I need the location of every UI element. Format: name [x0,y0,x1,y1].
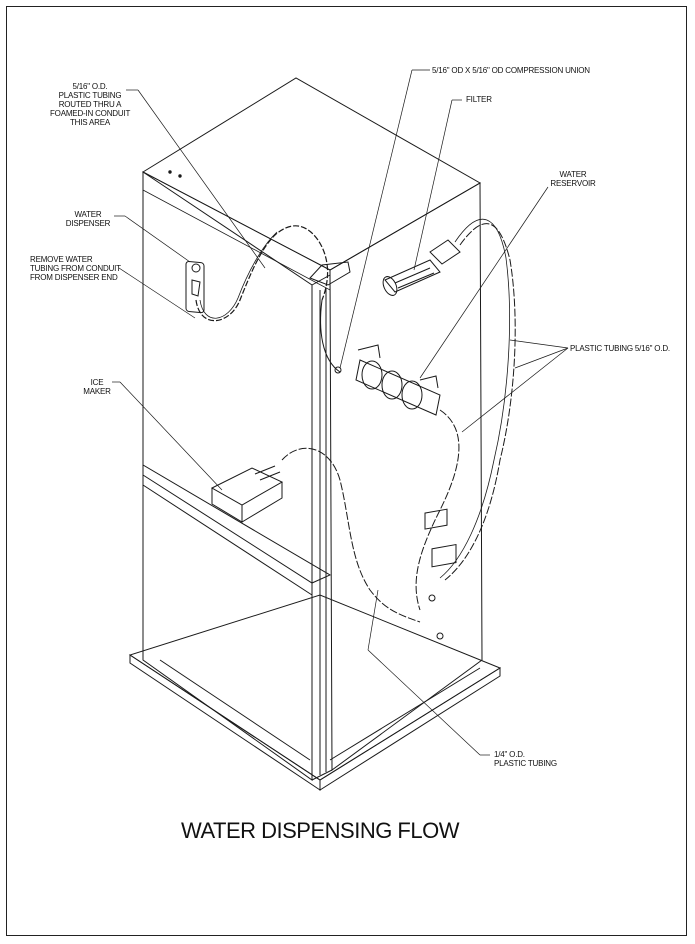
ice-maker-unit [210,465,284,523]
ice-maker-tubing [281,447,421,623]
dispenser-tubing [195,225,329,322]
base-pallet [128,594,502,791]
drawing-frame [6,6,687,936]
label-compression-union: 5/16" OD x 5/16" OD COMPRESSION UNION [432,66,590,75]
diagram-title: WATER DISPENSING FLOW [181,818,459,843]
compression-union-tubing [320,299,341,373]
water-valve-lower [431,544,457,640]
cabinet-front [142,171,333,781]
water-reservoir-coils [355,344,441,416]
door-split [142,464,332,596]
top-hinge [309,261,351,286]
label-plastic-tubing: PLASTIC TUBING 5/16" O.D. [570,344,670,353]
reservoir-tubing [415,409,460,611]
water-filter [382,239,461,296]
label-quarter-tubing: 1/4" O.D. PLASTIC TUBING [494,750,557,768]
label-water-dispenser: WATER DISPENSER [65,210,111,228]
label-filter: FILTER [466,95,492,104]
label-ice-maker: ICE MAKER [83,378,111,396]
water-dispenser-unit [185,261,205,314]
leader-lines [112,69,569,756]
hinge-screw [168,170,172,174]
cabinet-top [141,77,482,271]
label-remove-tubing: REMOVE WATER TUBING FROM CONDUIT FROM DI… [30,255,121,282]
filter-tubing [444,223,516,581]
label-water-reservoir: WATER RESERVOIR [550,170,596,188]
water-valve-upper [424,508,448,602]
label-tubing-conduit: 5/16" O.D. PLASTIC TUBING ROUTED THRU A … [50,82,131,127]
